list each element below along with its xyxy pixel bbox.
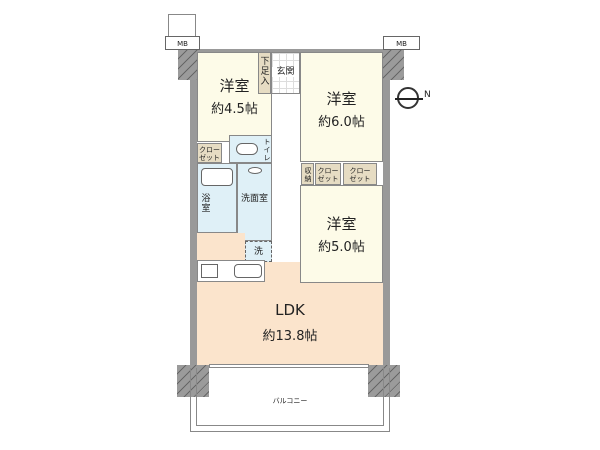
western-room-5-0: 洋室 約5.0帖: [300, 185, 383, 283]
laundry: 洗: [245, 241, 272, 262]
mb-left: MB: [165, 36, 200, 50]
balcony-inner: [196, 368, 384, 426]
entrance: 玄関: [271, 52, 300, 94]
toilet: トイレ: [229, 135, 272, 163]
compass-label: N: [424, 90, 431, 100]
pillar: [177, 365, 209, 397]
mb-left-doors: [168, 14, 196, 36]
bathtub-icon: [201, 168, 233, 186]
closet-mid: クローゼット: [315, 163, 341, 185]
mb-right: MB: [383, 36, 420, 50]
pillar: [178, 50, 198, 80]
pillar: [368, 365, 400, 397]
washroom: 洗面室: [237, 163, 272, 241]
stove-icon: [201, 264, 218, 278]
toilet-bowl-icon: [236, 143, 258, 155]
storage: 収納: [301, 163, 314, 185]
western-room-6-0: 洋室 約6.0帖: [300, 52, 383, 162]
compass-icon: [395, 87, 423, 109]
kitchen-sink-icon: [234, 264, 262, 278]
bath: 浴室: [197, 163, 237, 233]
corridor: [272, 94, 300, 254]
kitchen-counter: [197, 260, 265, 282]
balcony-window: [209, 364, 369, 368]
pillar: [382, 50, 404, 80]
closet-left: クローゼット: [197, 143, 222, 163]
top-wall: [190, 49, 390, 52]
balcony: バルコニー: [190, 368, 390, 432]
left-wall: [190, 50, 197, 368]
ldk: LDK 約13.8帖: [197, 283, 383, 365]
shoe-storage: 下足入: [258, 52, 271, 94]
right-wall: [383, 50, 390, 368]
closet-right: クローゼット: [343, 163, 377, 185]
sink-icon: [248, 167, 262, 174]
